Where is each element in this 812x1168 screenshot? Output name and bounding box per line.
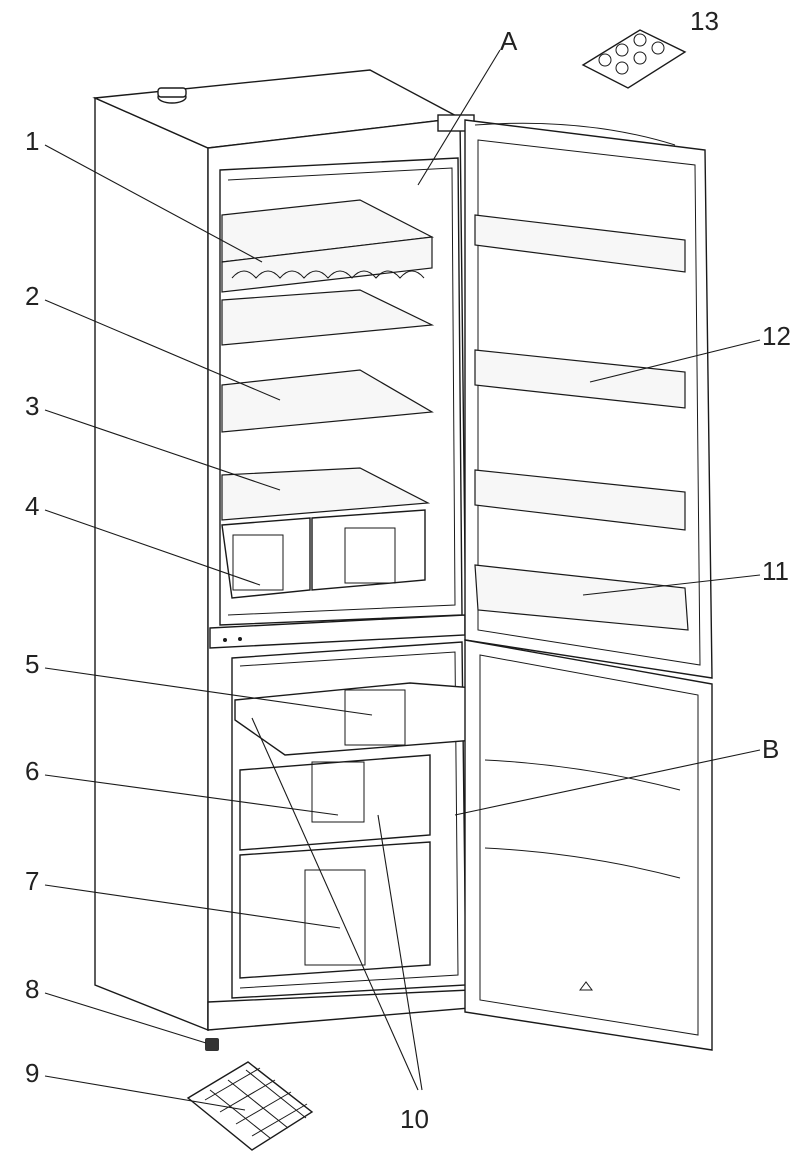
fridge-shelves — [221, 199, 435, 599]
callout-12: 12 — [762, 321, 791, 351]
freezer-door-rail-2 — [484, 847, 681, 879]
adjustable-foot — [205, 1038, 219, 1051]
callout-A: A — [500, 26, 518, 56]
freezer-drawer-bottom — [239, 841, 431, 979]
freezer-drawer-middle — [239, 754, 431, 851]
fridge-door-handle — [474, 122, 676, 146]
callout-3: 3 — [25, 391, 39, 421]
callout-11: 11 — [762, 556, 789, 586]
callout-13: 13 — [690, 6, 719, 36]
freezer-drawers — [234, 682, 476, 979]
leader-lines — [44, 49, 761, 1111]
crisper-cover — [221, 467, 431, 521]
glass-shelf-3 — [221, 369, 434, 433]
ice-tray — [186, 1061, 314, 1151]
callout-1: 1 — [25, 126, 39, 156]
callout-5: 5 — [25, 649, 39, 679]
crisper-drawer-left — [221, 517, 311, 599]
callout-4: 4 — [25, 491, 39, 521]
fridge-door — [464, 119, 713, 679]
freezer-door-rail-1 — [484, 759, 681, 791]
cabinet-left-side — [94, 96, 209, 1032]
callout-10: 10 — [400, 1104, 429, 1134]
wine-rack — [221, 236, 433, 293]
callout-7: 7 — [25, 866, 39, 896]
door-shelf-2 — [474, 349, 686, 409]
door-shelf-3 — [474, 469, 686, 531]
freezer-door-panel — [464, 639, 713, 1051]
freezer-door — [464, 639, 713, 1051]
egg-tray — [581, 29, 687, 89]
callout-labels: 1 2 3 4 5 6 7 8 9 10 11 12 13 A B — [25, 6, 791, 1134]
glass-shelf-2 — [221, 289, 435, 346]
callout-2: 2 — [25, 281, 39, 311]
callout-6: 6 — [25, 756, 39, 786]
door-shelf-1 — [474, 214, 686, 273]
door-bottle-shelf — [474, 564, 689, 631]
callout-B: B — [762, 734, 779, 764]
callout-8: 8 — [25, 974, 39, 1004]
crisper-drawer-right — [311, 509, 426, 591]
callout-9: 9 — [25, 1058, 39, 1088]
